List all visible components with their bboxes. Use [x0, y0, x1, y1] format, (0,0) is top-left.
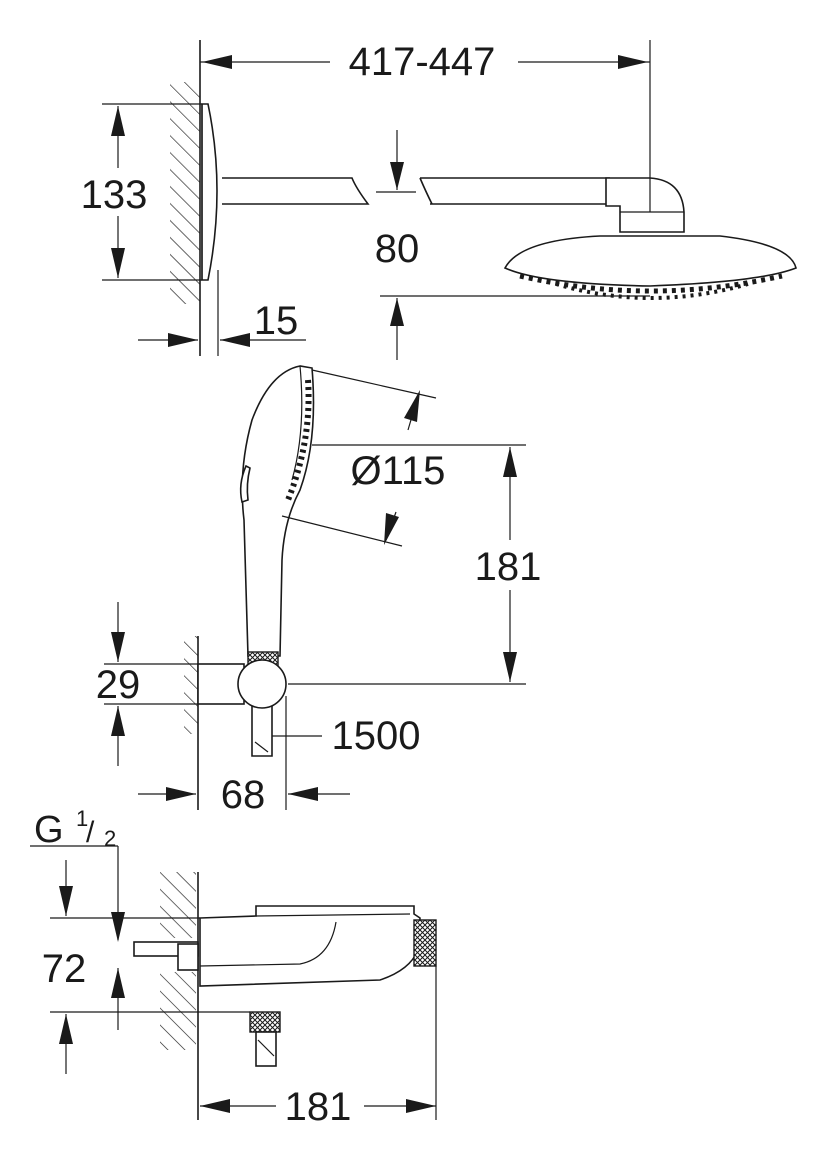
dim-thermostat-width: 181	[200, 966, 437, 1129]
dim-thermostat-height: 72	[42, 860, 250, 1074]
dim-arm-length: 417-447	[200, 40, 651, 212]
wall-hatch-top	[170, 82, 200, 304]
holder-height-label: 29	[96, 663, 141, 707]
head-shower-view: 417-447 133 80	[81, 40, 797, 360]
dim-wall-plate-depth: 15	[138, 270, 306, 356]
shower-arm-right	[419, 177, 612, 205]
wall-hatch-middle	[184, 636, 198, 734]
hose-length-label: 1500	[332, 714, 421, 758]
arm-drop-label: 80	[375, 227, 420, 271]
outlet-hose	[255, 1031, 277, 1067]
shower-arm-left	[222, 177, 370, 205]
dim-hand-shower-diameter: Ø115	[281, 369, 446, 547]
holder-ball-joint	[237, 659, 287, 709]
wall-plate-height-label: 133	[81, 173, 148, 217]
thermostat-view: G 1 / 2 72 181	[30, 806, 437, 1129]
dim-holder-projection: 68	[138, 696, 350, 817]
hand-shower-height-label: 181	[475, 545, 542, 589]
dim-hand-shower-height: 181	[288, 444, 542, 685]
hand-shower-diameter-label: Ø115	[351, 449, 446, 493]
dim-hose-length: 1500	[272, 714, 420, 758]
outlet-knurl	[249, 1011, 281, 1033]
dim-holder-height: 29	[96, 602, 198, 766]
thread-fraction-slash: /	[86, 816, 95, 849]
head-shower-nozzles	[519, 273, 783, 300]
thread-fraction-num: 1	[76, 806, 88, 831]
wall-plate-depth-label: 15	[254, 299, 299, 343]
thermostat-handle	[413, 919, 437, 967]
holder-projection-label: 68	[221, 773, 266, 817]
dim-arm-drop: 80	[375, 130, 650, 360]
head-shower	[503, 235, 797, 287]
arm-length-label: 417-447	[349, 40, 496, 84]
thermostat-body	[199, 905, 421, 987]
hand-shower-view: Ø115 181 29 1500	[96, 365, 542, 817]
thread-label: G	[34, 809, 64, 851]
thread-fraction-den: 2	[104, 826, 116, 851]
dim-wall-plate-height: 133	[81, 103, 202, 281]
dim-thread: G 1 / 2	[30, 806, 125, 942]
arm-elbow	[605, 177, 685, 233]
hand-shower	[241, 365, 315, 657]
thermostat-width-label: 181	[285, 1085, 352, 1129]
holder-bracket	[197, 663, 245, 705]
hand-shower-button	[239, 464, 251, 504]
thermostat-height-label: 72	[42, 947, 87, 991]
wall-plate	[201, 103, 218, 281]
pipe-fitting	[177, 943, 199, 971]
